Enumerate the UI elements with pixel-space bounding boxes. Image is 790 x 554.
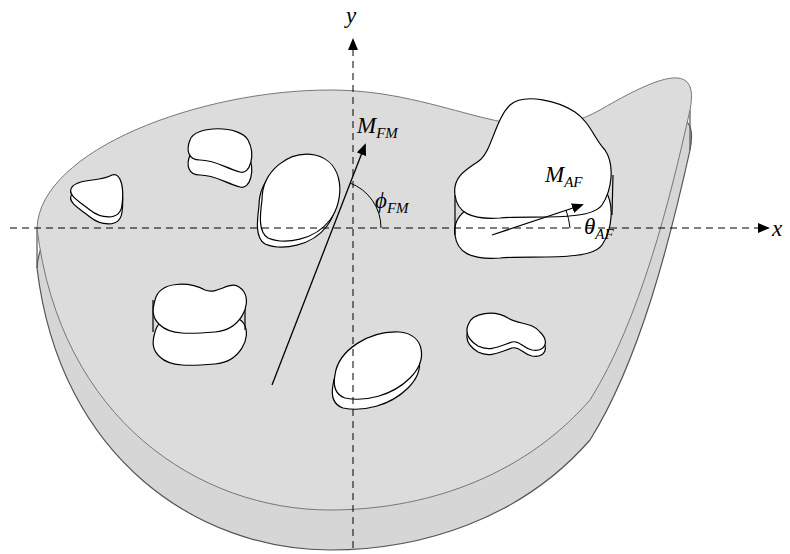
subscript: AF: [564, 174, 582, 190]
symbol: y: [346, 3, 356, 28]
symbol: θ: [584, 214, 595, 239]
axis-label: y: [346, 4, 356, 27]
axis-label: x: [772, 217, 782, 240]
subscript: FM: [387, 200, 409, 216]
angle-label: ϕFM: [375, 189, 409, 212]
subscript: AF: [595, 226, 613, 242]
symbol: x: [772, 216, 782, 241]
symbol: M: [357, 113, 376, 138]
symbol: ϕ: [375, 188, 387, 213]
vector-label: MAF: [545, 163, 583, 186]
subscript: FM: [376, 125, 398, 141]
symbol: M: [545, 162, 564, 187]
vector-label: MFM: [357, 114, 398, 137]
angle-label: θAF: [584, 215, 614, 238]
